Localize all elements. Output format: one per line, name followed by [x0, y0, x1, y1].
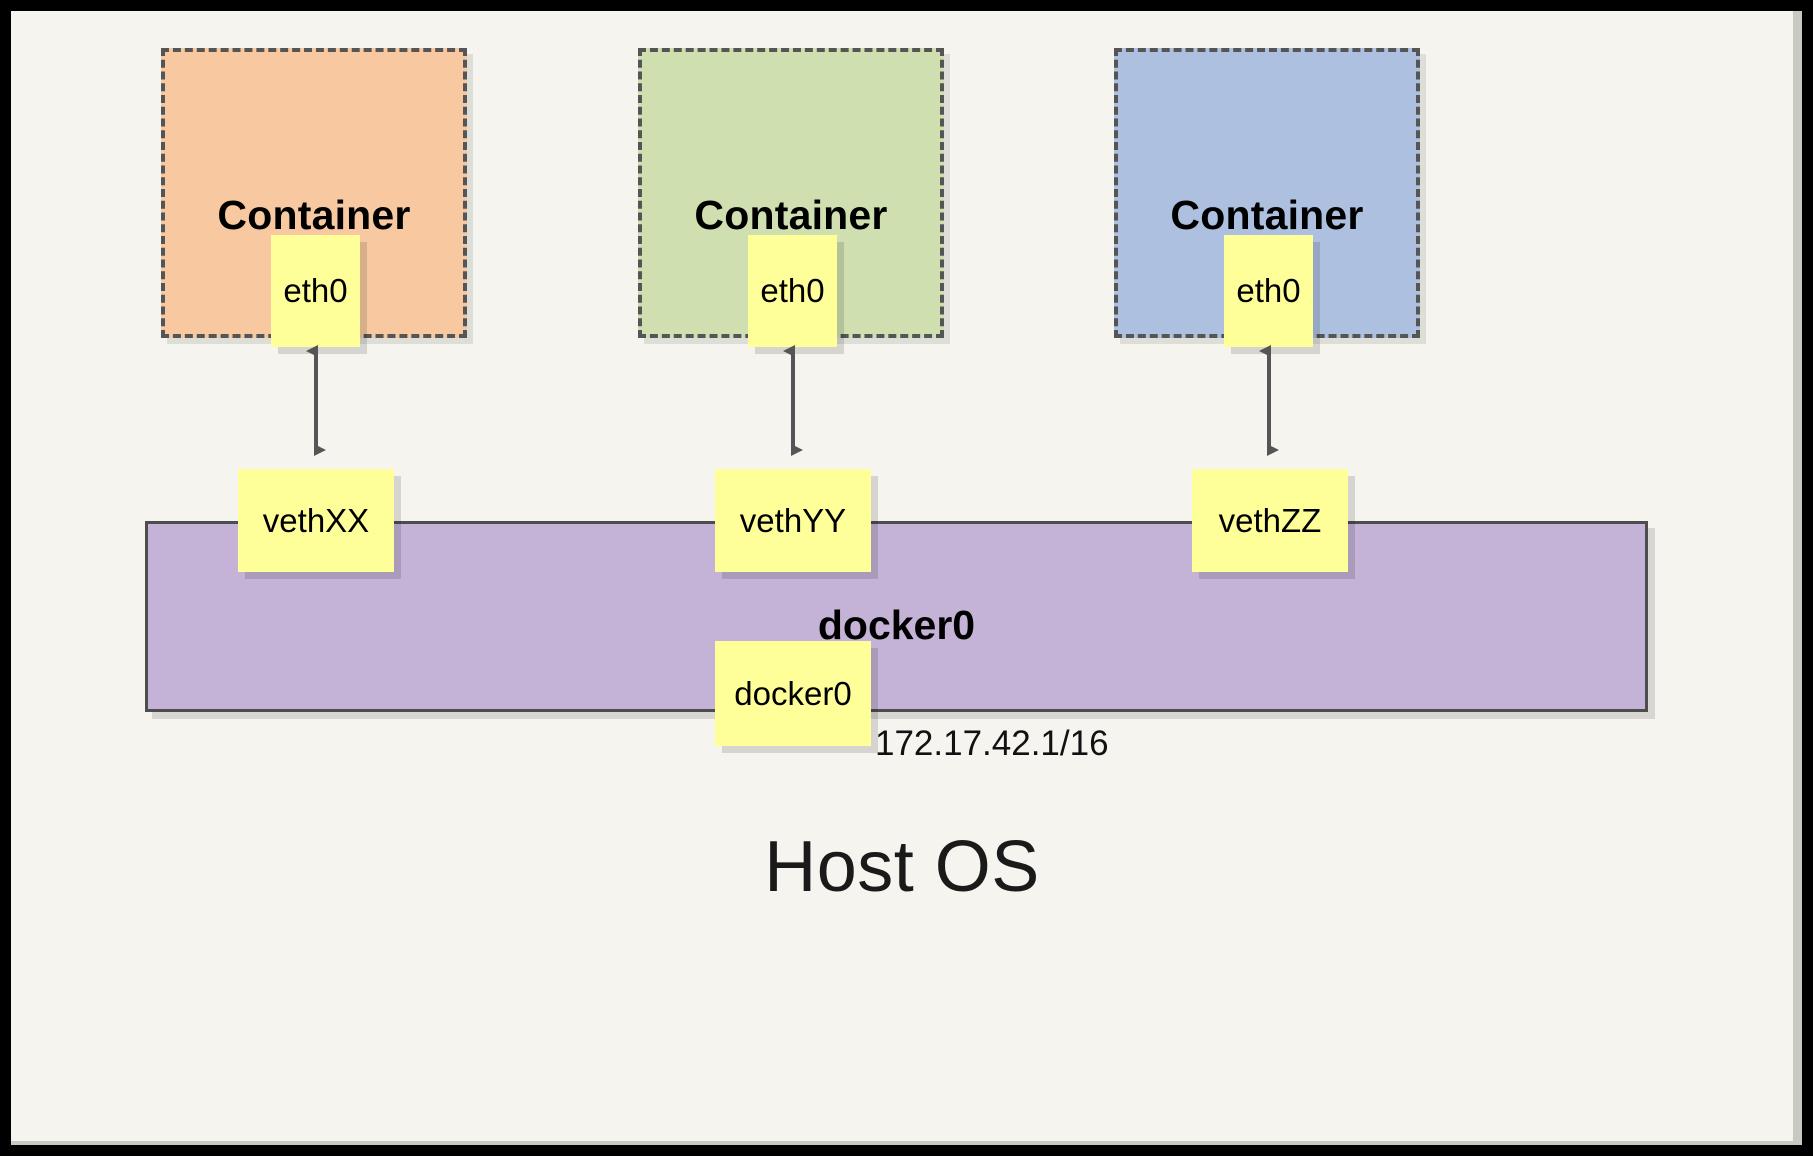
- link-arrow-container-3: [1252, 338, 1286, 463]
- container-1-label: Container: [217, 192, 411, 238]
- container-1-eth0: eth0: [271, 235, 360, 347]
- veth-yy-box: vethYY: [715, 469, 871, 572]
- docker0-interface-box: docker0: [715, 641, 871, 746]
- veth-zz-box: vethZZ: [1192, 469, 1348, 572]
- container-2-label: Container: [694, 192, 888, 238]
- container-3-eth0-label: eth0: [1236, 272, 1301, 309]
- container-2-eth0-label: eth0: [760, 272, 825, 309]
- docker0-interface-label: docker0: [734, 674, 852, 712]
- container-3-eth0: eth0: [1224, 235, 1313, 347]
- docker0-bridge-label: docker0: [817, 602, 976, 648]
- host-os-canvas: Container eth0 Container eth0 Container …: [11, 11, 1802, 1145]
- container-1-eth0-label: eth0: [283, 272, 348, 309]
- veth-zz-label: vethZZ: [1218, 501, 1322, 539]
- container-2-eth0: eth0: [748, 235, 837, 347]
- host-os-label: Host OS: [764, 827, 1040, 907]
- veth-yy-label: vethYY: [739, 501, 847, 539]
- veth-xx-label: vethXX: [262, 501, 370, 539]
- docker0-bridge: docker0: [145, 521, 1648, 712]
- docker0-ip-label: 172.17.42.1/16: [875, 724, 1109, 763]
- link-arrow-container-1: [299, 338, 333, 463]
- link-arrow-container-2: [776, 338, 810, 463]
- container-3-label: Container: [1170, 192, 1364, 238]
- veth-xx-box: vethXX: [238, 469, 394, 572]
